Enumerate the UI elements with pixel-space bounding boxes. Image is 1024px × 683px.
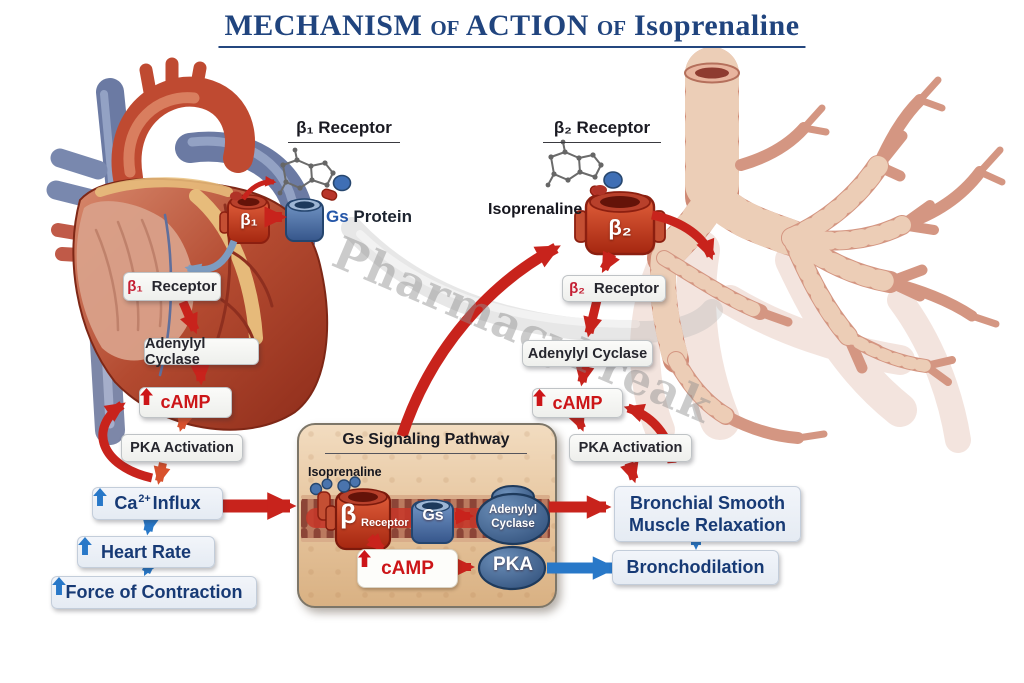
up-arrow-icon [93,488,107,506]
gs-protein-label: Gs Protein [326,207,412,227]
bronchial-tree-illustration [647,47,1006,444]
up-arrow-icon [140,388,153,405]
title-drug: Isoprenaline [634,9,800,42]
arrow-adenylyl-to-camp-left [190,363,210,386]
bronchial-relaxation-text: Bronchial Smooth Muscle Relaxation [629,492,786,537]
bronchodilation-text: Bronchodilation [626,557,765,577]
ca-sup: 2+ [138,493,151,505]
title-of: OF [430,16,460,40]
camp-box-left: cAMP [139,387,232,418]
molecule-graphic-beta1 [277,147,352,201]
pathway-gs-graphic [411,499,454,544]
pka-activation-box-left: PKA Activation [121,434,243,462]
force-of-contraction-text: Force of Contraction [65,582,243,602]
up-arrow-icon [52,577,66,595]
arrow-heartrate-to-force [141,553,162,577]
arrow-b2box-to-adenylyl [583,298,603,338]
up-arrow-icon [78,537,92,555]
beta1-symbol: β₁ [127,278,143,295]
beta1-receptor-title: β₁ Receptor [288,118,400,143]
arrow-pka-to-bronchial [620,461,639,484]
heart-rate-text: Heart Rate [100,541,192,562]
gs-protein-accent: Gs [326,207,349,226]
camp-text-left: cAMP [160,392,211,412]
pathway-gs-label: Gs [422,507,444,524]
arrow-beta2-to-bronchi [650,210,716,261]
heart-illustration [46,57,328,445]
pathway-camp-text: cAMP [381,557,434,579]
bronchial-line1: Bronchial Smooth [629,492,785,513]
gs-protein-rest: Protein [353,207,412,226]
molecule-graphic-beta2 [545,139,623,201]
beta2-barrel-tag: β₂ [608,215,632,240]
ca-pre: Ca [114,493,138,513]
heart-rate-box: Heart Rate [77,536,215,568]
adenylyl-cyclase-box-right: Adenylyl Cyclase [522,340,653,367]
pathway-isoprenaline-label: Isoprenaline [308,465,382,479]
arrow-ca-to-heartrate [141,513,161,536]
pathway-adenylyl-cyclase-blob [475,485,551,546]
bronchodilation-box: Bronchodilation [612,550,779,585]
arrow-pka-to-ca [153,462,171,485]
gs-protein-graphic [285,198,324,242]
arrow-beta2-to-b2box [600,250,620,273]
beta2-receptor-word: Receptor [593,280,659,297]
arrow-beta-to-camp-panel [366,533,385,552]
beta2-symbol: β₂ [569,280,585,297]
arrow-adenylyl-to-camp-right [575,364,595,387]
pathway-adenylyl-line2: Cyclase [491,517,535,530]
up-arrow-icon [533,389,546,406]
bronchial-relaxation-box: Bronchial Smooth Muscle Relaxation [614,486,801,542]
arrow-camp-to-pka-right [568,411,586,432]
ca-influx-box: Ca2+Influx [92,487,223,520]
ca-post: Influx [152,493,201,513]
arrow-beta1-to-receptor-box [184,239,238,279]
title-part: MECHANISM [224,9,423,42]
gs-pathway-title: Gs Signaling Pathway [325,431,527,454]
isoprenaline-label: Isoprenaline [488,201,583,218]
ca-influx-text: Ca2+Influx [114,493,200,514]
arrow-beta1-to-molecule [240,175,277,201]
beta2-receptor-title: β₂ Receptor [543,118,661,143]
camp-box-right: cAMP [532,388,623,418]
beta1-receptor-word: Receptor [151,278,217,295]
beta1-receptor-box: β₁ Receptor [123,272,221,301]
bronchial-line2: Muscle Relaxation [628,515,787,535]
flow-arrows [98,175,716,580]
up-arrow-icon [358,550,371,567]
camp-text-right: cAMP [552,392,603,413]
title-part: ACTION [465,9,589,42]
arrow-isoprenaline-to-beta2 [396,243,561,438]
page-title: MECHANISM OF ACTION OF Isoprenaline [218,9,806,48]
arrow-camp-to-pka-left [176,412,194,432]
adenylyl-cyclase-box-left: Adenylyl Cyclase [144,336,259,368]
pka-activation-box-right: PKA Activation [569,434,692,462]
beta2-receptor-box: β₂ Receptor [562,275,666,302]
pathway-pka-label: PKA [492,554,534,575]
pathway-adenylyl-label: Adenylyl Cyclase [479,504,547,532]
pathway-receptor-word: Receptor [361,517,409,529]
beta1-barrel-tag: β₁ [240,210,258,229]
arrow-feedback-left [98,401,154,483]
title-of: OF [596,16,627,40]
pathway-camp-box: cAMP [357,549,458,588]
arrow-b1box-to-adenylyl [178,300,200,335]
pathway-beta-symbol: β [340,499,357,529]
pathway-pka-blob [477,545,547,591]
force-of-contraction-box: Force of Contraction [51,576,257,609]
pathway-adenylyl-line1: Adenylyl [489,504,537,516]
pathway-beta-receptor-graphic [325,476,392,551]
